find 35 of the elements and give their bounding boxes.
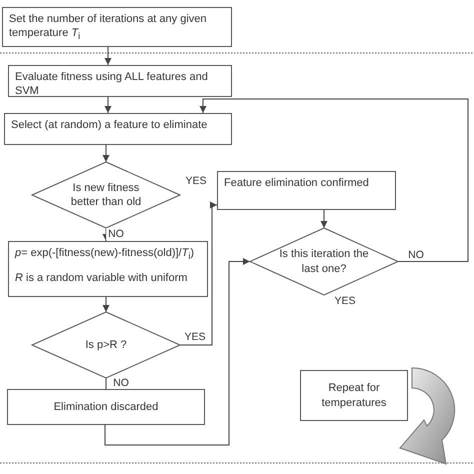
edge-label: NO bbox=[111, 377, 131, 389]
process-box bbox=[7, 389, 205, 425]
process-box bbox=[217, 171, 396, 210]
process-text: Elimination discarded bbox=[54, 400, 158, 414]
decision-diamond bbox=[250, 228, 398, 295]
process-text: Set the number of iterations at any given temperature T$_{i}$ bbox=[9, 12, 208, 44]
process-box bbox=[8, 241, 208, 297]
arrow bbox=[104, 96, 112, 114]
arrow bbox=[104, 258, 250, 446]
decision-diamond bbox=[32, 162, 180, 228]
process-text: R is a random variable with uniform bbox=[15, 271, 188, 286]
branch-label: YES bbox=[332, 295, 358, 307]
process-text: Repeat for temperatures bbox=[320, 381, 388, 410]
edge-label: YES bbox=[182, 331, 208, 343]
arrow bbox=[104, 46, 112, 66]
edge-label: NO bbox=[106, 228, 126, 240]
arrow bbox=[102, 144, 110, 162]
process-text: Feature elimination confirmed bbox=[224, 176, 369, 190]
arrow bbox=[180, 202, 218, 346]
decision-text: Is p>R ? bbox=[85, 338, 127, 352]
arrow bbox=[200, 98, 468, 262]
process-text: Evaluate fitness using ALL features and SVM bbox=[15, 70, 209, 99]
branch-label: YES bbox=[184, 175, 208, 187]
process-text: p= exp(-[fitness(new)-fitness(old)]/T$_{i}$) bbox=[15, 246, 194, 264]
arrow bbox=[102, 296, 110, 312]
decision-text: Is this iteration the last one? bbox=[278, 247, 370, 276]
decision-text: Is new fitness better than old bbox=[70, 180, 142, 210]
process-box bbox=[2, 7, 232, 47]
process-box bbox=[300, 370, 408, 421]
decision-diamond bbox=[32, 312, 180, 378]
arrow bbox=[320, 210, 328, 228]
edge-label: NO bbox=[406, 249, 426, 261]
process-box bbox=[8, 65, 232, 97]
process-box bbox=[4, 113, 232, 145]
process-text: Select (at random) a feature to eliminate bbox=[11, 118, 208, 132]
